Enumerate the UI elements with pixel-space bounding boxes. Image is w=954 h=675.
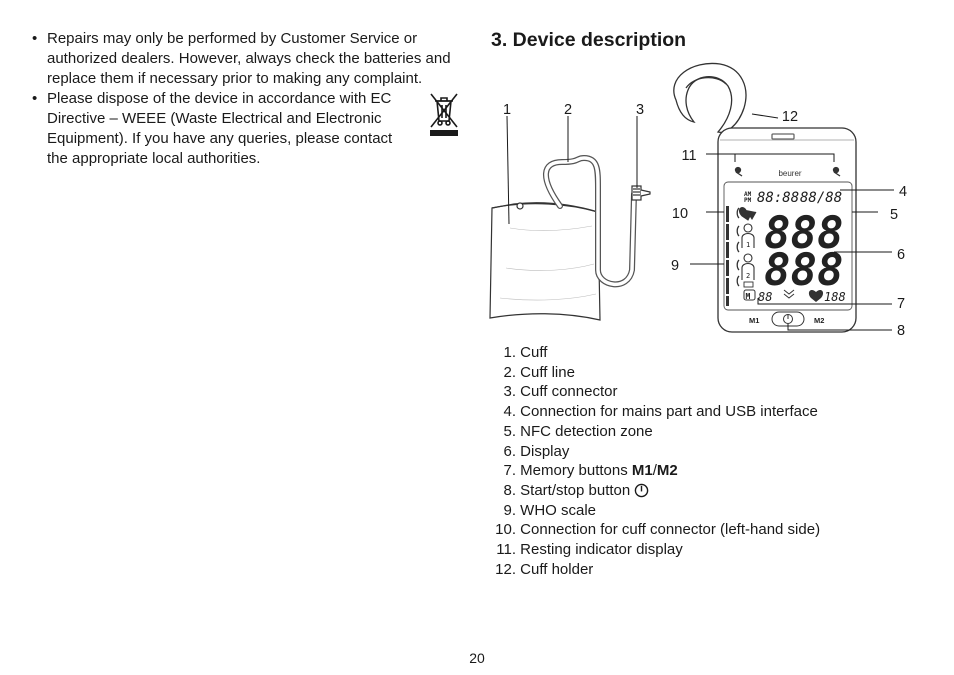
callout-11: 11 [681, 148, 696, 164]
brand-logo: beurer [778, 169, 801, 178]
list-item: 5. NFC detection zone [503, 422, 653, 440]
callout-8: 8 [897, 323, 905, 339]
bullet-disposal: Please dispose of the device in accordan… [32, 89, 472, 169]
lcd-pulse: 188 [824, 290, 846, 304]
list-item: 3. Cuff connector [503, 383, 618, 401]
section-title: 3. Device description [491, 29, 687, 51]
list-item: 11. Resting indicator display [496, 541, 683, 559]
start-stop-icon [634, 483, 649, 498]
list-item: 10. Connection for cuff connector (left-… [495, 521, 821, 539]
lcd-pm: PM [744, 197, 752, 204]
lcd-user1: 1 [746, 241, 750, 249]
callout-3: 3 [636, 102, 644, 118]
lcd-memory-symbol: M [746, 292, 751, 301]
callout-5: 5 [890, 207, 898, 223]
cuff [489, 202, 601, 321]
callout-2: 2 [564, 102, 572, 118]
lcd-date: 88/88 [800, 190, 842, 206]
list-item: 1. Cuff [503, 344, 548, 361]
lcd-am: AM [744, 191, 752, 198]
device-illustration: beurer AM PM 88:88 88/88 888 888 M 88 18… [489, 62, 907, 339]
bullet-list: Repairs may only be performed by Custome… [32, 29, 472, 169]
list-item: 4. Connection for mains part and USB int… [503, 403, 818, 421]
cuff-connector [631, 185, 651, 201]
callout-10: 10 [672, 206, 688, 222]
lcd-diastolic: 888 [764, 245, 843, 296]
page-number: 20 [469, 650, 485, 666]
lcd-time: 88:88 [757, 190, 799, 206]
list-item: 7. Memory buttons M1/M2 [503, 462, 678, 480]
bullet-repairs: Repairs may only be performed by Custome… [32, 29, 472, 89]
crossed-out-wheelie-bin-icon [430, 93, 458, 136]
lcd-memory-digits: 88 [758, 290, 772, 304]
list-item: 2. Cuff line [503, 363, 575, 381]
lcd-user2: 2 [746, 272, 750, 280]
m2-button[interactable]: M2 [814, 316, 824, 325]
m1-button[interactable]: M1 [749, 316, 759, 325]
callout-6: 6 [897, 247, 905, 263]
list-item: 9. WHO scale [503, 501, 597, 519]
callout-12: 12 [782, 109, 798, 125]
cuff-holder [673, 62, 747, 133]
callout-7: 7 [897, 296, 905, 312]
list-item: 8. Start/stop button [484, 481, 820, 501]
list-item: 6. Display [503, 442, 570, 460]
callout-1: 1 [503, 102, 511, 118]
list-item: 12. Cuff holder [495, 560, 594, 578]
callout-9: 9 [671, 258, 679, 274]
monitor [717, 127, 857, 333]
callout-4: 4 [899, 184, 907, 200]
lcd-systolic: 888 [764, 208, 843, 259]
parts-list: 1. Cuff 2. Cuff line 3. Cuff connector 4… [484, 343, 820, 579]
